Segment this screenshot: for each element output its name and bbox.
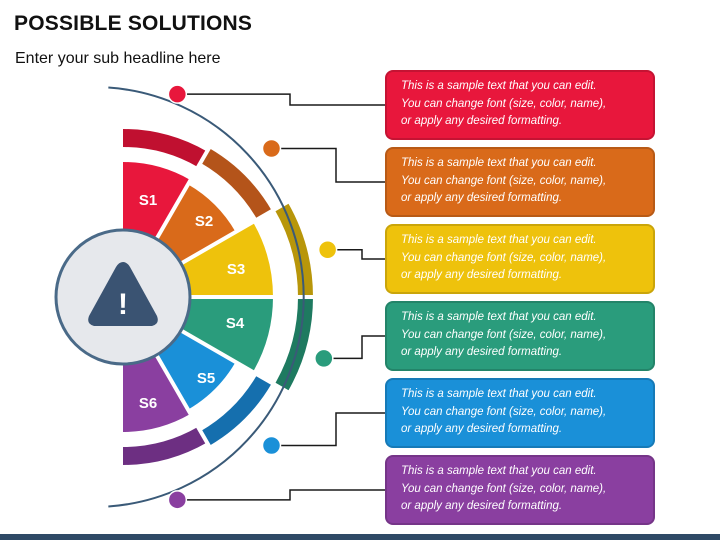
text-box-line: or apply any desired formatting. xyxy=(401,192,563,204)
connector-s2 xyxy=(271,147,385,183)
segment-s4 xyxy=(174,297,273,372)
text-box-s5: This is a sample text that you can edit.… xyxy=(385,378,655,448)
text-box-line: or apply any desired formatting. xyxy=(401,269,563,281)
page-title: POSSIBLE SOLUTIONS xyxy=(14,12,253,35)
outer-ring-arc xyxy=(108,86,305,508)
connector-dot-s5 xyxy=(261,435,282,456)
text-box-line: You can change font (size, color, name), xyxy=(401,482,607,495)
connector-s5 xyxy=(271,412,385,447)
outer-arc-s2 xyxy=(200,148,272,220)
segment-label-s6: S6 xyxy=(139,395,157,412)
outer-arc-s1 xyxy=(123,129,207,168)
segment-label-s4: S4 xyxy=(226,315,245,332)
text-box-line: This is a sample text that you can edit. xyxy=(401,80,597,92)
text-box-line: You can change font (size, color, name), xyxy=(401,251,607,264)
connector-s6 xyxy=(177,489,385,501)
divider-5 xyxy=(151,347,228,476)
text-box-line: This is a sample text that you can edit. xyxy=(401,388,597,400)
text-box-line: or apply any desired formatting. xyxy=(401,423,563,435)
text-box-line: or apply any desired formatting. xyxy=(401,115,563,127)
connector-dot-s4 xyxy=(314,348,334,369)
segment-s2 xyxy=(153,184,236,267)
text-box-line: This is a sample text that you can edit. xyxy=(401,311,597,323)
connector-dots xyxy=(167,84,338,510)
segment-label-s1: S1 xyxy=(139,192,157,209)
segment-s3 xyxy=(174,222,273,297)
outer-arc-s4 xyxy=(274,297,313,392)
text-box-s2: This is a sample text that you can edit.… xyxy=(385,147,655,217)
center-hub: ! xyxy=(54,228,192,366)
outer-arc-s6 xyxy=(123,426,207,465)
connector-s3 xyxy=(327,249,385,260)
text-box-line: This is a sample text that you can edit. xyxy=(401,234,597,246)
outer-arc-band xyxy=(123,129,313,465)
text-box-line: This is a sample text that you can edit. xyxy=(401,465,597,477)
segment-label-s3: S3 xyxy=(227,261,245,278)
text-box-line: or apply any desired formatting. xyxy=(401,500,563,512)
warning-triangle-icon xyxy=(88,262,158,326)
connector-dot-s1 xyxy=(167,84,188,104)
text-box-line: This is a sample text that you can edit. xyxy=(401,157,597,169)
text-box-s6: This is a sample text that you can edit.… xyxy=(385,455,655,525)
page-subtitle: Enter your sub headline here xyxy=(15,50,221,67)
segment-label-s2: S2 xyxy=(195,213,213,230)
text-box-s3: This is a sample text that you can edit.… xyxy=(385,224,655,294)
outer-arc-s5 xyxy=(200,374,272,446)
connector-dot-s2 xyxy=(261,138,282,159)
connector-s1 xyxy=(177,93,385,106)
connector-dot-s6 xyxy=(167,490,188,510)
text-box-line: You can change font (size, color, name), xyxy=(401,405,607,418)
footer-bar xyxy=(0,534,720,540)
text-box-line: You can change font (size, color, name), xyxy=(401,328,607,341)
connector-lines xyxy=(177,93,385,501)
segment-s5 xyxy=(153,327,236,410)
text-box-line: or apply any desired formatting. xyxy=(401,346,563,358)
divider-1 xyxy=(151,118,228,247)
text-box-s4: This is a sample text that you can edit.… xyxy=(385,301,655,371)
text-box-line: You can change font (size, color, name), xyxy=(401,97,607,110)
divider-2 xyxy=(173,192,302,269)
segment-label-s5: S5 xyxy=(197,370,215,387)
connector-s4 xyxy=(323,335,385,360)
connector-dot-s3 xyxy=(317,240,338,260)
text-box-line: You can change font (size, color, name), xyxy=(401,174,607,187)
warning-exclamation: ! xyxy=(118,288,128,321)
text-box-s1: This is a sample text that you can edit.… xyxy=(385,70,655,140)
divider-4 xyxy=(173,325,302,402)
outer-arc-s3 xyxy=(274,202,313,297)
